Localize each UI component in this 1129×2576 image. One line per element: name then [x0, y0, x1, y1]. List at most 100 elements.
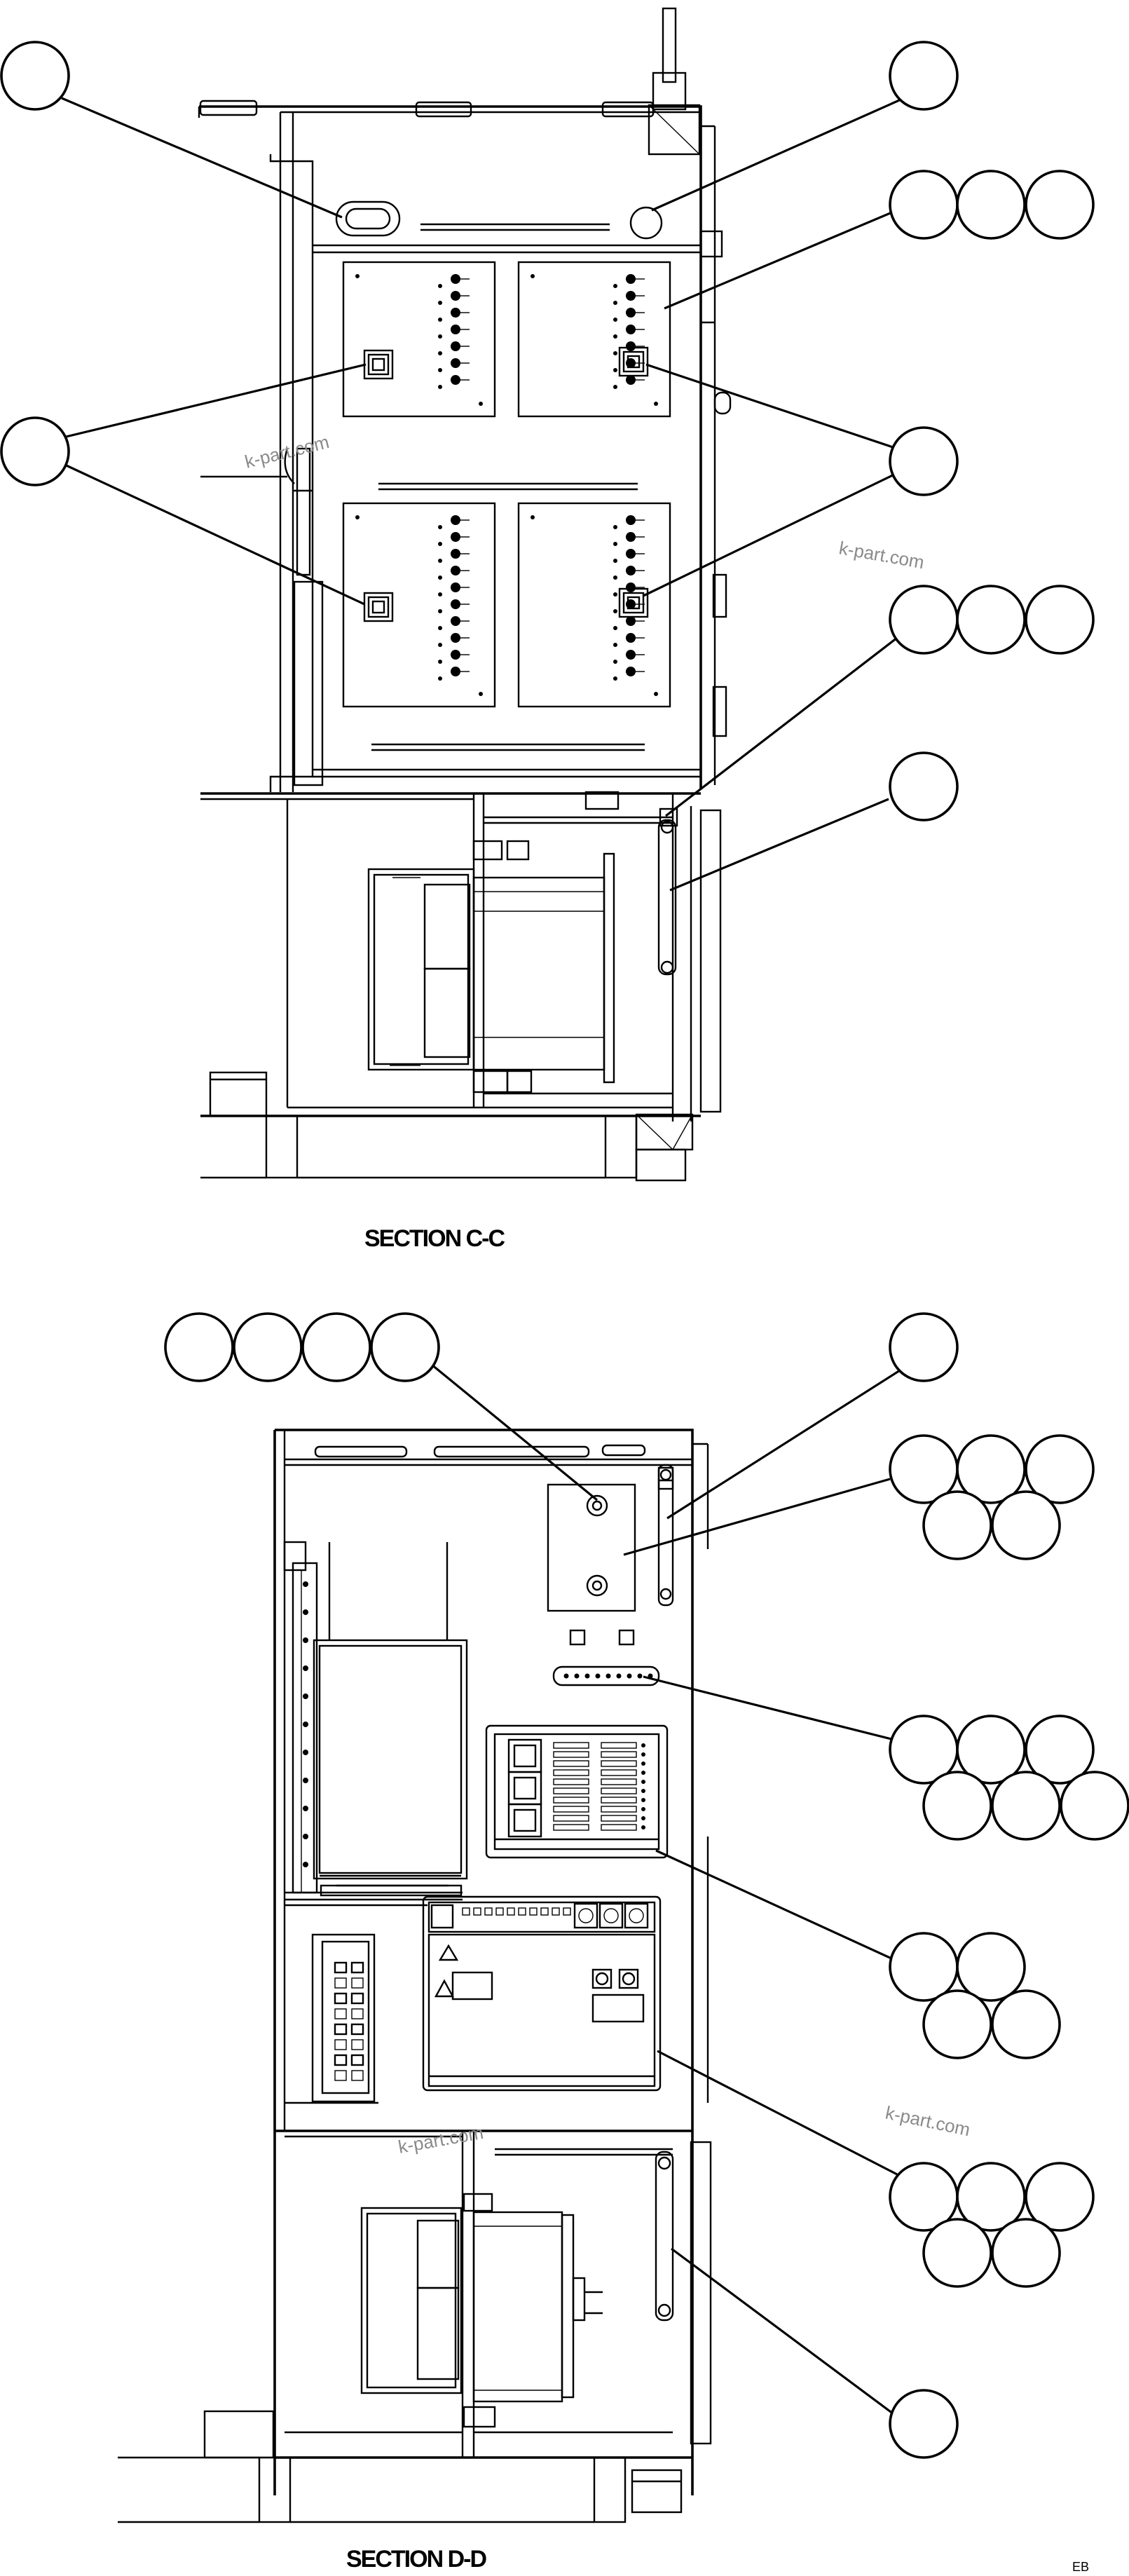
unit-cell [351, 2039, 364, 2050]
connector-pin [626, 375, 636, 385]
rail-bolt [303, 1609, 308, 1615]
connector-pin [438, 542, 442, 546]
callout-bubble [889, 426, 959, 496]
callout-bubble [0, 41, 70, 111]
callout-bubble [1025, 585, 1095, 655]
terminal-slot [553, 1824, 589, 1831]
connector-pin [438, 525, 442, 529]
controller-pin [563, 1907, 571, 1916]
terminal-dot [641, 1761, 645, 1766]
callout-bubble [991, 1490, 1061, 1560]
callout-bubble [889, 1932, 959, 2002]
terminal-dot [641, 1807, 645, 1811]
callout-bubble [1025, 1715, 1095, 1785]
callout-bubble [922, 1989, 992, 2059]
connector-pin [613, 318, 617, 322]
controller-pin [529, 1907, 538, 1916]
connector-pin [451, 274, 460, 284]
rail-bolt [303, 1806, 308, 1811]
connector-pin [626, 566, 636, 575]
connector-pin [438, 676, 442, 681]
terminal-dot [641, 1780, 645, 1784]
controller-pin [473, 1907, 481, 1916]
callout-bubble [1025, 170, 1095, 240]
controller-connector [430, 1904, 454, 1929]
terminal-dot [605, 1673, 611, 1679]
terminal-dot [641, 1743, 645, 1747]
connector-pin [438, 334, 442, 339]
connector-pin [613, 385, 617, 389]
connector-pin [451, 650, 460, 660]
connector-pin [438, 368, 442, 372]
unit-cell [334, 1961, 348, 1974]
controller-pin [518, 1907, 526, 1916]
connector-pin [438, 318, 442, 322]
terminal-dot [574, 1673, 580, 1679]
callout-bubble [889, 2389, 959, 2459]
callout-bubble [956, 1434, 1026, 1504]
connector-pin [613, 368, 617, 372]
terminal-dot [563, 1673, 569, 1679]
connector-pin [451, 532, 460, 542]
terminal-slot [601, 1806, 637, 1813]
connector-pin [451, 375, 460, 385]
connector-pin [626, 616, 636, 626]
callout-bubble [1025, 2162, 1095, 2232]
connector-pin [438, 609, 442, 613]
connector-pin [438, 351, 442, 355]
callout-bubble [956, 1932, 1026, 2002]
connector-pin [626, 650, 636, 660]
terminal-slot [553, 1797, 589, 1804]
callout-bubble [233, 1312, 303, 1382]
rail-bolt [303, 1750, 308, 1755]
rail-bolt [303, 1694, 308, 1699]
connector-pin [451, 515, 460, 525]
rail-bolt [303, 1834, 308, 1839]
callout-bubble [956, 170, 1026, 240]
terminal-slot [601, 1787, 637, 1794]
connector-pin [451, 667, 460, 676]
panel-screw [355, 515, 360, 519]
terminal-slot [553, 1778, 589, 1785]
terminal-dot [641, 1798, 645, 1802]
unit-cell [350, 2023, 364, 2036]
rail-bolt [303, 1581, 308, 1587]
panel-screw [531, 274, 535, 278]
section-d-leaders [426, 1360, 906, 2421]
section-c-drawing [198, 7, 732, 1182]
connector-pin [613, 575, 617, 580]
terminal-dot [641, 1789, 645, 1793]
connector-pin [451, 291, 460, 301]
controller-connector [624, 1902, 649, 1929]
terminal-slot [601, 1751, 637, 1758]
connector-pin [438, 660, 442, 664]
connector-pin [451, 599, 460, 609]
controller-port [578, 1908, 594, 1923]
callout-bubble [1060, 1771, 1129, 1841]
unit-cell [350, 1992, 364, 2005]
unit-cell [334, 2054, 348, 2066]
connector-pin [613, 660, 617, 664]
controller-connector [573, 1902, 598, 1929]
connector-pin [626, 291, 636, 301]
watermark: k-part.com [242, 431, 331, 472]
terminal-dot [641, 1825, 645, 1829]
panel-screw [654, 692, 658, 696]
callout-bubble [956, 585, 1026, 655]
connector-pin [438, 301, 442, 305]
controller-pin [540, 1907, 549, 1916]
unit-cell [334, 2008, 347, 2019]
connector-pin [438, 575, 442, 580]
terminal-dot [627, 1673, 632, 1679]
connector-pin [626, 532, 636, 542]
rail-bolt [303, 1637, 308, 1643]
controller-pin [495, 1907, 504, 1916]
terminal-slot [553, 1806, 589, 1813]
connector-pin [626, 308, 636, 318]
connector-pin [613, 643, 617, 647]
unit-cell [350, 1961, 364, 1974]
connector-pin [451, 633, 460, 643]
connector-pin [451, 358, 460, 368]
unit-cell [334, 2023, 348, 2036]
terminal-dot [595, 1673, 601, 1679]
